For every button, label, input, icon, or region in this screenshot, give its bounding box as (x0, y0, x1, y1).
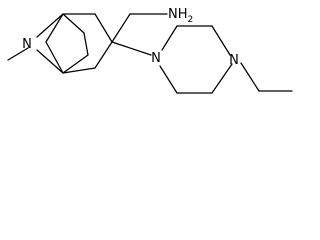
bond (45, 13, 64, 43)
bond (211, 25, 231, 56)
bridge-nitrogen-label: N (22, 37, 32, 52)
amine-label: NH2 (168, 7, 193, 25)
molecule-structure: N NH2 N N (7, 7, 293, 94)
bond (36, 49, 64, 74)
bond (94, 41, 113, 69)
bond (159, 65, 178, 94)
bond (45, 41, 64, 74)
bond (94, 13, 113, 43)
piperazine-ring (159, 25, 233, 94)
bond-n-methyl (7, 47, 29, 61)
bond-c-npiperazine (111, 41, 152, 56)
piperazine-n4-label: N (229, 53, 239, 68)
bond-ch2 (111, 13, 131, 43)
amine-label-main: NH (168, 7, 188, 22)
bond (62, 13, 85, 34)
bond (62, 67, 96, 74)
bond (161, 25, 178, 51)
amine-label-subscript: 2 (188, 15, 194, 25)
structure-canvas: N NH2 N N (0, 0, 297, 118)
bond-n-ethyl-1 (240, 62, 260, 92)
bond (36, 13, 64, 38)
bond (211, 63, 233, 94)
piperazine-n1-label: N (151, 51, 161, 66)
bicyclic-ring (36, 13, 113, 74)
bond (83, 32, 89, 56)
bond (62, 54, 89, 74)
